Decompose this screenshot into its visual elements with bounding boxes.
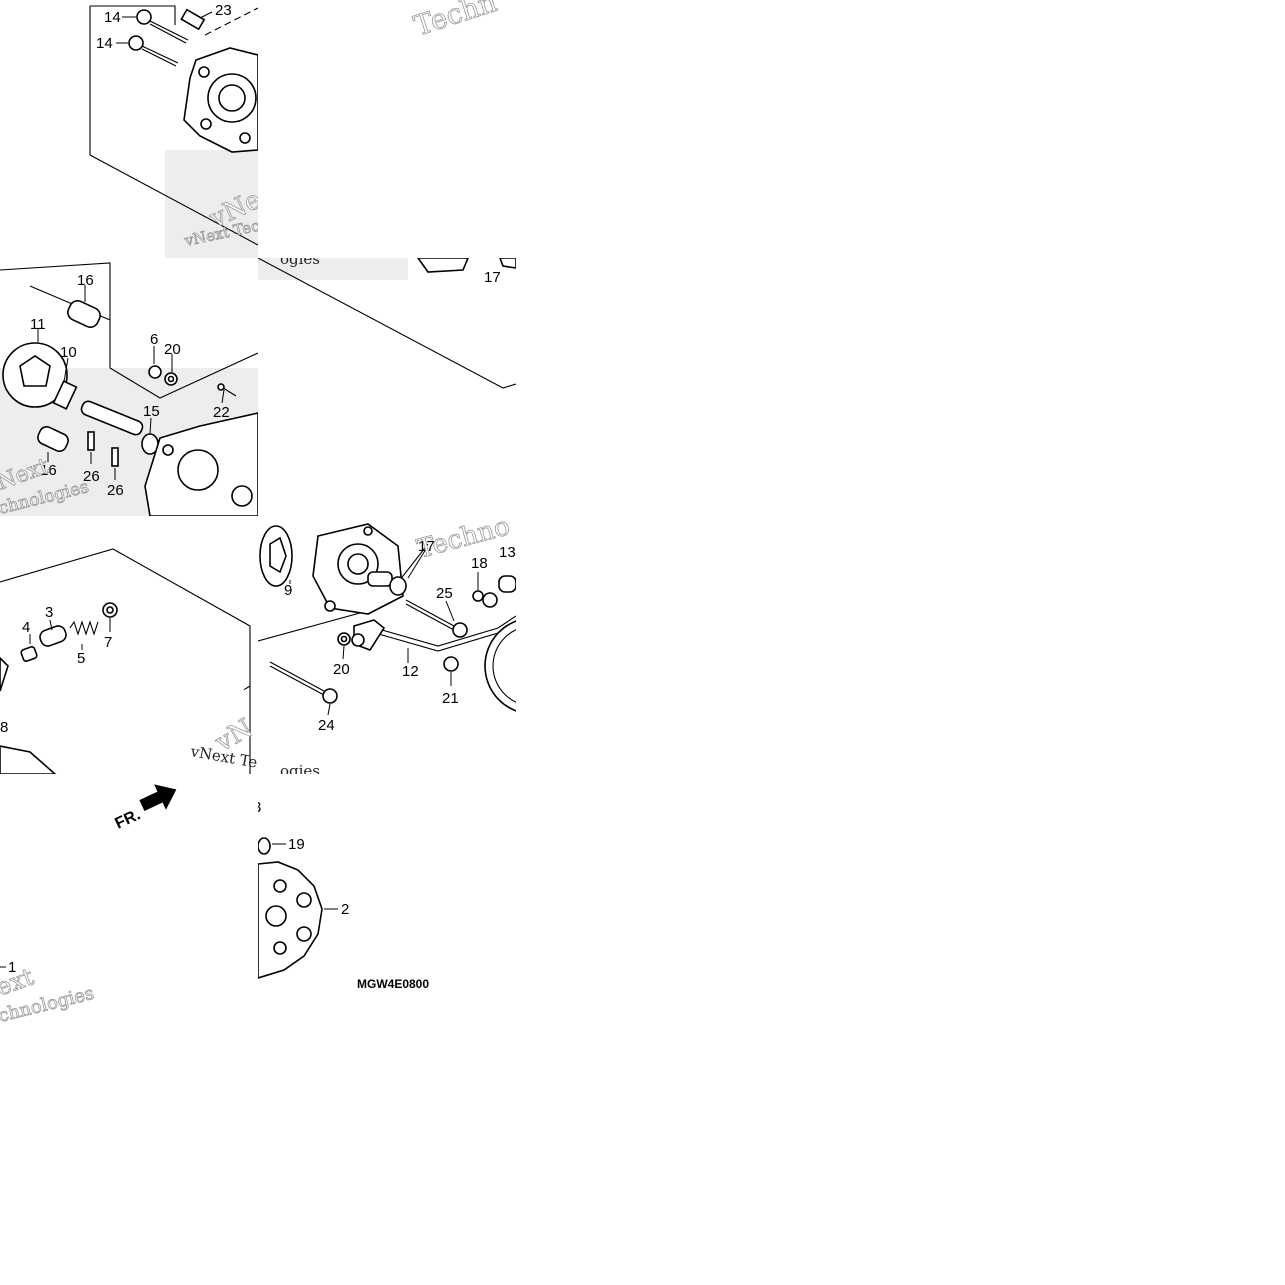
tile-front-indicator: FR. 1 ext chnologies	[0, 774, 258, 1032]
pin-26a	[87, 431, 95, 451]
watermark-ogies: ogies	[280, 258, 320, 268]
pump-cover-housing	[183, 47, 258, 153]
collar-lower	[37, 426, 69, 452]
tile-5-drawing: ogies 17	[258, 258, 516, 389]
relief-spring-5	[69, 620, 99, 636]
dowel-pin	[180, 8, 206, 31]
callout-t5-0: 9	[284, 582, 292, 599]
callout-t5-5: 20	[333, 661, 350, 678]
pump-body	[144, 412, 258, 516]
watermark-techn: Techn	[410, 0, 501, 43]
callout-t5-6: 12	[402, 663, 419, 680]
watermark-ogies-b: ogies	[280, 762, 320, 774]
bolt-lower	[128, 35, 179, 67]
callout-t7-2: 3	[258, 799, 261, 816]
outer-rotor-9	[259, 525, 293, 587]
tile-2-drawing: Techn	[410, 0, 502, 43]
callout-t4-4: 8	[0, 719, 8, 736]
callout-t2-5: 15	[143, 403, 160, 420]
tile-watermark-top: Techn	[258, 0, 516, 258]
callout-t4-3: 7	[104, 634, 112, 651]
callout-t1-1: 23	[215, 2, 232, 19]
tile-center-top: ogies 17	[258, 258, 516, 516]
tile-4-drawing: 16 11 10 6 20 15 22 16 26 26 Next chnolo…	[0, 262, 258, 516]
callout-t5-1: 17	[418, 538, 435, 555]
tile-sprocket: 19 2 3 MGW4E0800	[258, 774, 516, 1032]
collar-13	[498, 575, 516, 593]
tile-7-drawing: 3 4 5 7 8 vNext Te vN	[0, 548, 258, 774]
callout-t2-2: 10	[60, 344, 77, 361]
gear-edge	[484, 620, 516, 712]
callout-t4-2: 5	[77, 650, 85, 667]
bolt-24	[269, 661, 338, 704]
washer-18	[472, 590, 484, 602]
cotter-pin-22	[217, 383, 237, 397]
callout-t2-7: 16	[40, 462, 57, 479]
callout-t4-0: 3	[45, 604, 53, 621]
nut-21	[443, 656, 459, 672]
relief-cap-4	[20, 646, 38, 662]
callout-t6-0: 1	[8, 959, 16, 976]
callout-t7-1: 2	[341, 901, 349, 918]
drawing-code: MGW4E0800	[357, 977, 429, 991]
sprocket-2	[258, 861, 323, 979]
washer-20	[164, 372, 178, 386]
callout-t2-3: 6	[150, 331, 158, 348]
tile-8-drawing: 9 17 18 13 25 20 12 21 24 Techno ogies	[258, 516, 516, 774]
front-label: FR.	[113, 806, 144, 832]
pump-body-b	[312, 523, 404, 615]
callout-t1-2: 14	[96, 35, 113, 52]
callout-t5-3: 13	[499, 544, 516, 561]
washer-19	[258, 837, 271, 855]
tile-1-drawing: 14 23 14 vNext Tec vNe	[89, 2, 258, 258]
callout-t7-0: 19	[288, 836, 305, 853]
washer-6	[148, 365, 162, 379]
pin-26b	[111, 447, 119, 467]
o-ring-17	[389, 576, 407, 596]
callout-t4-1: 4	[22, 619, 30, 636]
relief-plug-7	[102, 602, 118, 618]
callout-t1-0: 14	[104, 9, 121, 26]
tile-oil-pipe: 9 17 18 13 25 20 12 21 24 Techno ogies	[258, 516, 516, 774]
collar-upper	[67, 300, 101, 328]
oil-pipe-12	[351, 592, 516, 652]
pump-shaft	[80, 400, 144, 436]
callout-t5-2: 18	[471, 555, 488, 572]
tile-oil-pump-cover: 14 23 14 vNext Tec vNe	[0, 0, 258, 258]
inner-rotor-key	[52, 380, 78, 410]
tile-11-drawing: 19 2 3 MGW4E0800	[258, 799, 429, 991]
tile-10-drawing: FR. 1 ext chnologies	[0, 784, 177, 1027]
callout-t2-9: 26	[107, 482, 124, 499]
callout-t2-6: 22	[213, 404, 230, 421]
callout-t5-8: 24	[318, 717, 335, 734]
callout-t5-4: 25	[436, 585, 453, 602]
callout-t2-8: 26	[83, 468, 100, 485]
front-arrow-icon	[139, 784, 177, 812]
callout-t5-7: 21	[442, 690, 459, 707]
callout-t2-4: 20	[164, 341, 181, 358]
washer-20b	[337, 632, 351, 646]
relief-piston-3	[39, 625, 67, 647]
tile-relief-valve: 3 4 5 7 8 vNext Te vN	[0, 516, 258, 774]
callout-t2-1: 11	[30, 316, 46, 333]
shaft-end	[367, 571, 393, 587]
outer-rotor	[2, 342, 68, 408]
bolt-upper	[136, 9, 189, 44]
tile-pump-rotor: 16 11 10 6 20 15 22 16 26 26 Next chnolo…	[0, 258, 258, 516]
callout-t2-0: 16	[77, 272, 94, 289]
watermark-ext: ext	[0, 962, 38, 1001]
callout-t3-0: 17	[484, 269, 501, 286]
bolt-25	[405, 599, 468, 638]
